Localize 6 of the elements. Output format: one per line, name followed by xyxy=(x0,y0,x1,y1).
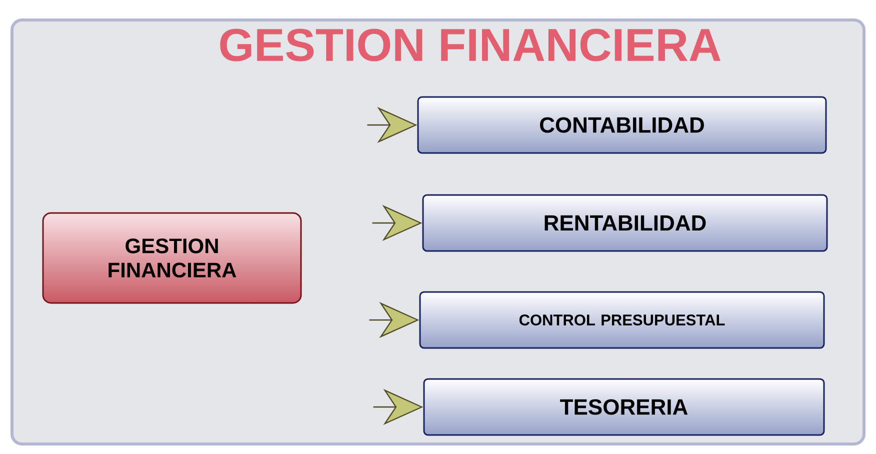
topic-box: CONTROL PRESUPUESTAL xyxy=(419,291,825,349)
title: GESTION FINANCIERA xyxy=(220,28,720,62)
topic-box: CONTABILIDAD xyxy=(417,96,827,154)
topic-box: TESORERIA xyxy=(423,378,825,436)
main-box: GESTION FINANCIERA xyxy=(42,212,302,304)
topic-box: RENTABILIDAD xyxy=(422,194,828,252)
